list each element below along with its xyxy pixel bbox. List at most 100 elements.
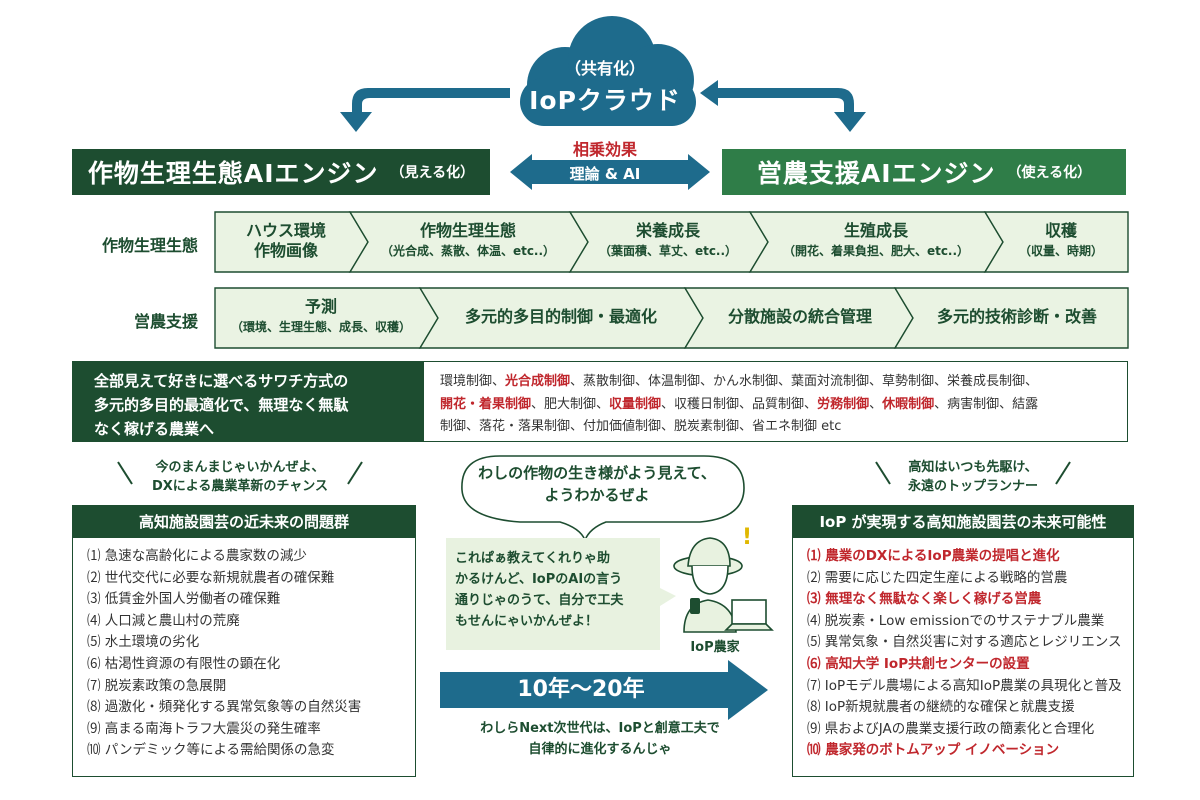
possibilities-title: IoP が実現する高知施設園芸の未来可能性 [793, 506, 1133, 538]
optimization-head-line: なく稼げる農業へ [94, 420, 215, 438]
segment-sub: （開花、着果負担、肥大、etc..） [782, 244, 970, 258]
speech-line: わしの作物の生き様がよう見えて、 [478, 464, 716, 482]
control-highlight: 休暇制御 [882, 396, 935, 412]
segment-sub: （葉面積、草丈、etc..） [598, 244, 738, 258]
control-highlight: 収量制御 [609, 396, 662, 412]
segment-sub: （光合成、蒸散、体温、etc..） [380, 244, 556, 258]
row-label-farming: 営農支援 [133, 312, 198, 331]
farmer-name: IoP農家 [690, 640, 740, 655]
segment-forecast: 予測 （環境、生理生態、成長、収穫） [215, 297, 427, 335]
farmer-bubble-text: これぱぁ教えてくれりゃ助 かるけんど、IoPのAIの言う 通りじゃのうて、自分で… [455, 548, 651, 632]
problems-list: ⑴ 急速な高齢化による農家数の減少 ⑵ 世代交代に必要な新規就農者の確保難 ⑶ 低賃… [73, 538, 415, 762]
possibilities-item: ⑸ 異常気象・自然災害に対する適応とレジリエンス [807, 634, 1122, 651]
speech-line: ようわかるぜよ [544, 486, 650, 504]
problems-item: ⑷ 人口減と農山村の荒廃 [87, 612, 240, 629]
engine-physiology-title: 作物生理生態AIエンジン [87, 159, 379, 188]
problems-panel: 高知施設園芸の近未来の問題群 ⑴ 急速な高齢化による農家数の減少⑵ 世代交代に必… [72, 505, 416, 777]
engine-farming: 営農支援AIエンジン （使える化） [722, 149, 1126, 195]
segment-main: 予測 [304, 297, 337, 316]
segment-main: 分散施設の統合管理 [727, 307, 872, 326]
cloud-title: IoPクラウド [529, 86, 681, 115]
curved-arrow-right-icon [700, 80, 866, 132]
problems-item: ⑴ 急速な高齢化による農家数の減少 [87, 548, 307, 564]
possibilities-item: ⑺ IoPモデル農場による高知IoP農業の具現化と普及 [807, 677, 1122, 694]
control-text: 制御、落花・落果制御、付加価値制御、脱炭素制御、省エネ制御 etc [440, 419, 842, 434]
next-line: わしらNext次世代は、IoPと創意工夫で [480, 721, 720, 736]
segment-main-2: 作物画像 [253, 241, 318, 260]
control-highlight: 光合成制御 [505, 374, 571, 389]
farmer-line: もせんにゃいかんぜよ！ [455, 614, 599, 629]
segment-reproductive-growth: 生殖成長 （開花、着果負担、肥大、etc..） [762, 221, 990, 259]
slogan-line: DXによる農業革新のチャンス [151, 479, 329, 494]
slogan-line: 永遠のトップランナー [907, 479, 1038, 494]
control-highlight: 労務制御 [817, 396, 870, 412]
problems-item: ⑼ 高まる南海トラフ大震災の発生確率 [87, 720, 321, 737]
control-line: 環境制御、光合成制御、蒸散制御、体温制御、かん水制御、葉面対流制御、草勢制御、栄… [440, 371, 1113, 394]
segment-crop-physiology: 作物生理生態 （光合成、蒸散、体温、etc..） [362, 221, 574, 259]
row-label-physiology: 作物生理生態 [101, 236, 198, 255]
segment-technical-diagnosis: 多元的技術診断・改善 [908, 307, 1126, 327]
segment-sub: （収量、時期） [1018, 244, 1103, 258]
laptop-icon [724, 599, 774, 631]
segment-main: ハウス環境 [245, 221, 326, 240]
farmer-line: かるけんど、IoPのAIの言う [455, 572, 623, 587]
slogan-line: 高知はいつも先駆け、 [908, 460, 1038, 475]
optimization-head-line: 全部見えて好きに選べるサワチ方式の [94, 372, 349, 390]
control-text: 、蒸散制御、体温制御、かん水制御、葉面対流制御、草勢制御、栄養成長制御、 [570, 374, 1039, 389]
possibilities-list: ⑴ 農業のDXによるIoP農業の提唱と進化⑵ 需要に応じた四定生産による戦略的営… [793, 538, 1133, 762]
phone-icon [690, 598, 700, 614]
segment-house-environment: ハウス環境 作物画像 [215, 221, 357, 261]
possibilities-item: ⑽ 農家発のボトムアップ イノベーション [807, 742, 1060, 759]
possibilities-item: ⑷ 脱炭素・Low emissionでのサステナブル農業 [807, 612, 1105, 629]
exclaim-mark: ! [742, 525, 752, 550]
segment-multi-objective-control: 多元的多目的制御・最適化 [432, 307, 690, 327]
synergy-label: 相乗効果 [572, 140, 637, 159]
possibilities-item: ⑼ 県およびJAの農業支援行政の簡素化と合理化 [807, 720, 1095, 737]
segment-main: 栄養成長 [635, 221, 700, 240]
possibilities-item: ⑵ 需要に応じた四定生産による戦略的営農 [807, 569, 1068, 586]
possibilities-item: ⑹ 高知大学 IoP共創センターの設置 [807, 655, 1030, 672]
control-line: 開花・着果制御、肥大制御、収量制御、収穫日制御、品質制御、労務制御、休暇制御、病… [440, 394, 1113, 417]
control-text: 、収穫日制御、品質制御、 [661, 396, 818, 412]
control-line: 制御、落花・落果制御、付加価値制御、脱炭素制御、省エネ制御 etc [440, 416, 1113, 439]
curved-arrow-left-icon [340, 88, 510, 132]
segment-vegetative-growth: 栄養成長 （葉面積、草丈、etc..） [582, 221, 754, 259]
control-text: 、病害制御、結露 [934, 396, 1039, 412]
farmer-line: 通りじゃのうて、自分で工夫 [455, 593, 624, 608]
problems-item: ⑵ 世代交代に必要な新規就農者の確保難 [87, 569, 335, 586]
farmer-line: これぱぁ教えてくれりゃ助 [455, 551, 610, 566]
farmer-bubble-tail [660, 588, 676, 606]
control-text: 、 [869, 396, 883, 412]
engine-farming-title: 営農支援AIエンジン [756, 159, 996, 188]
engine-physiology: 作物生理生態AIエンジン （見える化） [72, 149, 490, 195]
theory-label: 理論 & AI [569, 165, 641, 183]
control-highlight: 開花・着果制御 [440, 396, 532, 412]
segment-main: 収穫 [1044, 221, 1077, 240]
speech-text: わしの作物の生き様がよう見えて、 ようわかるぜよ [462, 462, 732, 506]
segment-integrated-management: 分散施設の統合管理 [698, 307, 902, 327]
segment-main: 多元的多目的制御・最適化 [464, 307, 657, 326]
optimization-head-line: 多元的多目的最適化で、無理なく無駄 [94, 396, 349, 414]
next-generation-text: わしらNext次世代は、IoPと創意工夫で 自律的に進化するんじゃ [440, 718, 760, 760]
slogan-right: 高知はいつも先駆け、 永遠のトップランナー [888, 458, 1058, 496]
engine-physiology-sub: （見える化） [390, 165, 475, 181]
problems-item: ⑶ 低賃金外国人労働者の確保難 [87, 591, 281, 608]
problems-item: ⑸ 水土環境の劣化 [87, 634, 200, 651]
segment-harvest: 収穫 （収量、時期） [998, 221, 1124, 259]
slogan-line: 今のまんまじゃいかんぜよ、 [155, 460, 325, 475]
slogan-left: 今のまんまじゃいかんぜよ、 DXによる農業革新のチャンス [140, 458, 340, 496]
timeline-years: 10年〜20年 [517, 677, 645, 702]
control-text: 、肥大制御、 [531, 396, 610, 412]
segment-sub: （環境、生理生態、成長、収穫） [230, 320, 411, 334]
problems-item: ⑻ 過激化・頻発化する異常気象等の自然災害 [87, 699, 362, 716]
control-text: 環境制御、 [440, 374, 506, 389]
control-list: 環境制御、光合成制御、蒸散制御、体温制御、かん水制御、葉面対流制御、草勢制御、栄… [424, 361, 1128, 442]
farmer-illustration [673, 537, 743, 633]
cloud-label: （共有化） IoPクラウド [520, 55, 690, 117]
problems-item: ⑺ 脱炭素政策の急展開 [87, 677, 227, 694]
segment-main: 生殖成長 [843, 221, 908, 240]
possibilities-panel: IoP が実現する高知施設園芸の未来可能性 ⑴ 農業のDXによるIoP農業の提唱… [792, 505, 1134, 777]
possibilities-item: ⑻ IoP新規就農者の継続的な確保と就農支援 [807, 699, 1075, 716]
segment-main: 作物生理生態 [419, 221, 516, 240]
segment-main: 多元的技術診断・改善 [936, 307, 1097, 326]
